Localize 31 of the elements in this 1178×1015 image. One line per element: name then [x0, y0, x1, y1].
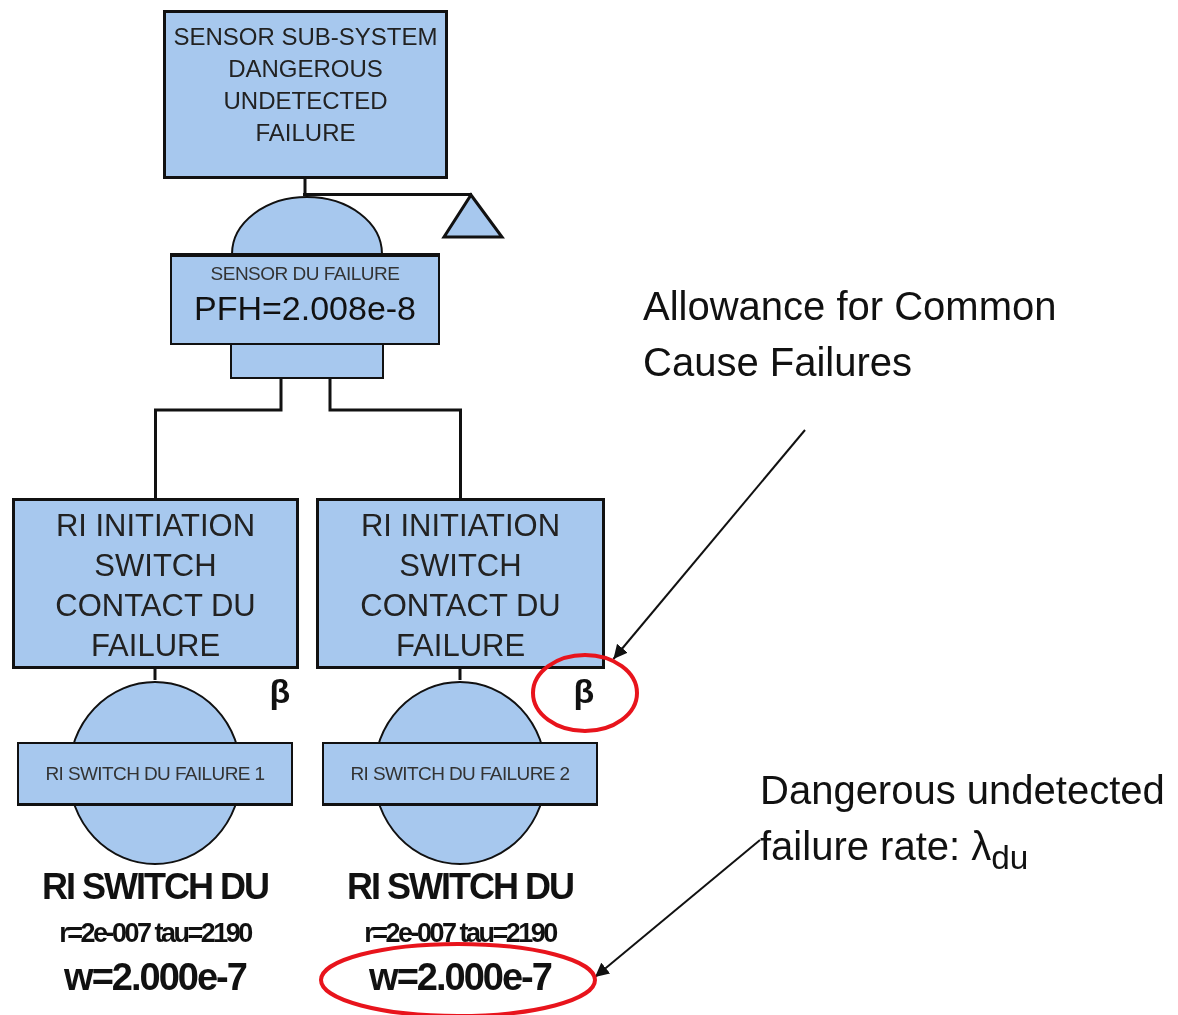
beta-symbol: β — [572, 672, 596, 711]
event-box — [12, 498, 299, 669]
beta-symbol: β — [268, 672, 292, 711]
event-label: RI SWITCH DU FAILURE 2 — [350, 762, 570, 785]
failure-rate-value: w=2.000e-7 — [368, 956, 553, 999]
event-box — [163, 10, 448, 179]
connector-line — [458, 669, 462, 680]
probability-value: PFH=2.008e-8 — [193, 289, 417, 328]
basic-event — [322, 680, 598, 866]
event-parameters: r=2e-007 tau=2190 — [58, 918, 253, 949]
leader-arrow — [612, 429, 806, 660]
connector-line — [303, 193, 472, 196]
connector-line — [328, 379, 462, 498]
leader-arrow — [594, 839, 761, 978]
event-label: RI INITIATION SWITCH CONTACT DU FAILURE — [359, 507, 562, 665]
event-parameters: r=2e-007 tau=2190 — [363, 918, 558, 949]
basic-event — [17, 680, 293, 866]
annotation-text: Dangerous undetected failure rate: λ$_{du}$ — [760, 767, 1166, 878]
connector-line — [153, 669, 157, 680]
failure-rate-value: w=2.000e-7 — [63, 956, 248, 999]
event-label: RI INITIATION SWITCH CONTACT DU FAILURE — [54, 507, 257, 665]
transfer-triangle — [443, 193, 503, 239]
gate-label: SENSOR DU FAILURE — [210, 263, 400, 285]
event-name: RI SWITCH DU — [41, 866, 269, 908]
event-label: SENSOR SUB-SYSTEM DANGEROUS UNDETECTED FAILURE — [172, 22, 439, 148]
event-name: RI SWITCH DU — [346, 866, 574, 908]
event-label: RI SWITCH DU FAILURE 1 — [45, 762, 265, 785]
highlight-ellipse — [531, 653, 639, 733]
event-box — [316, 498, 605, 669]
connector-line — [154, 379, 283, 498]
annotation-text: Allowance for Common Cause Failures — [643, 283, 1058, 386]
